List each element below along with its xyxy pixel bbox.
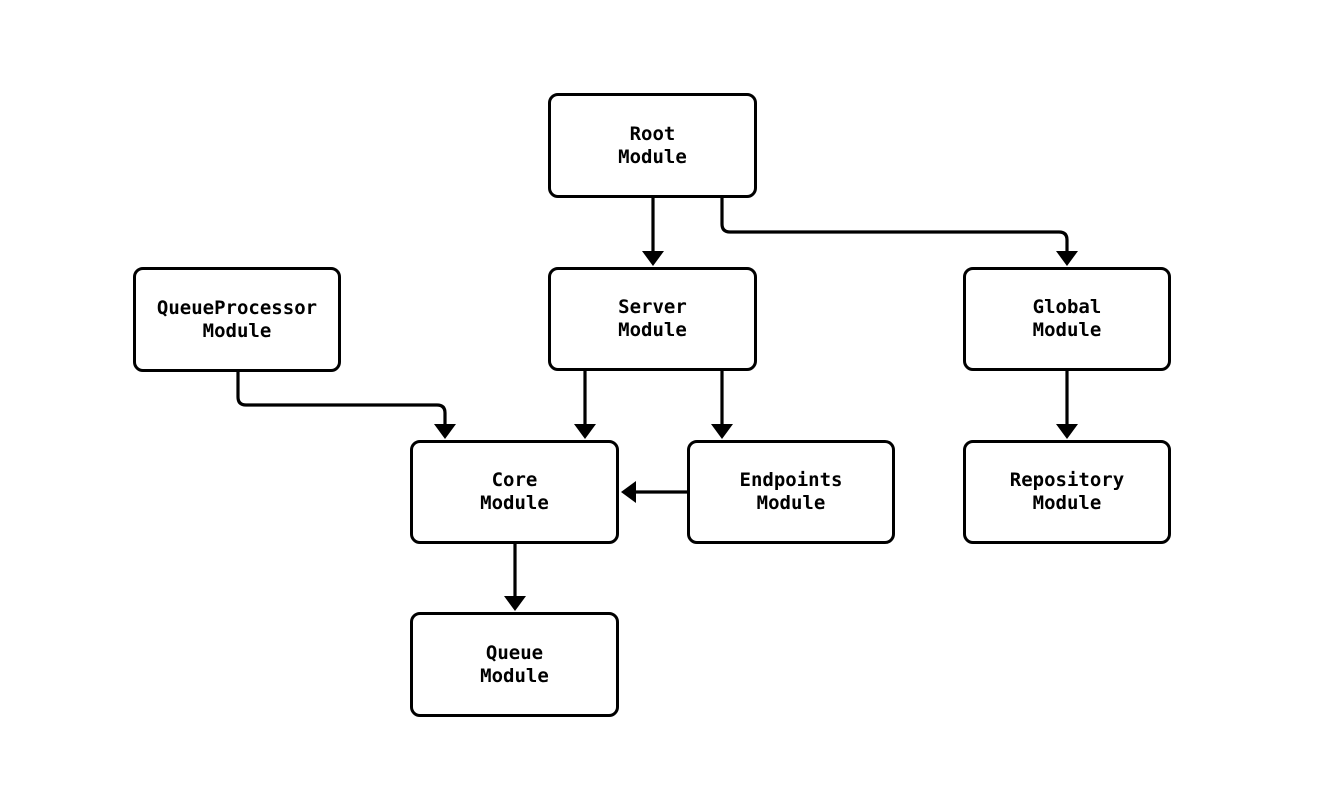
arrowhead-server-to-endpoints [711, 424, 733, 439]
node-global-module: Global Module [963, 267, 1171, 371]
arrowhead-root-to-server [642, 251, 664, 266]
node-label: Module [618, 145, 687, 168]
node-label: QueueProcessor [156, 296, 318, 319]
node-core-module: Core Module [410, 440, 619, 544]
node-queueprocessor-module: QueueProcessor Module [133, 267, 341, 372]
arrowhead-global-to-repository [1056, 424, 1078, 439]
edge-root-to-global [720, 198, 1069, 251]
node-root-module: Root Module [548, 93, 757, 198]
node-server-module: Server Module [548, 267, 757, 371]
node-label: Core [491, 469, 538, 491]
arrowhead-server-to-core [574, 424, 596, 439]
arrowhead-queueprocessor-to-core [434, 424, 456, 439]
node-label: Module [1032, 319, 1102, 341]
arrowhead-root-to-global [1056, 251, 1078, 266]
arrowhead-core-to-queue [504, 596, 526, 611]
node-label: Module [1032, 492, 1102, 514]
node-label: Repository [1009, 469, 1125, 491]
arrowhead-endpoints-to-core [621, 481, 636, 503]
node-label: Root [629, 122, 676, 145]
node-label: Endpoints [739, 469, 843, 491]
edge-queueprocessor-to-core [236, 372, 447, 424]
node-label: Module [480, 664, 549, 687]
node-label: Module [618, 319, 687, 341]
node-label: Global [1032, 296, 1102, 318]
node-label: Module [756, 492, 826, 514]
node-label: Server [618, 296, 687, 318]
node-label: Queue [485, 641, 544, 664]
node-label: Module [480, 492, 549, 514]
node-endpoints-module: Endpoints Module [687, 440, 895, 544]
node-repository-module: Repository Module [963, 440, 1171, 544]
node-queue-module: Queue Module [410, 612, 619, 717]
node-label: Module [202, 319, 272, 342]
